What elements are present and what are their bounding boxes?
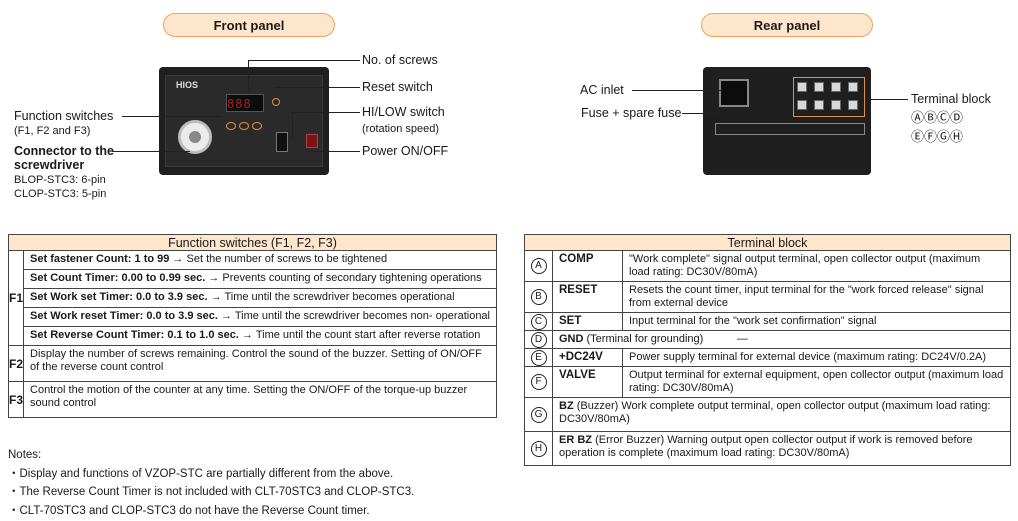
terminal-table-title: Terminal block	[524, 234, 1011, 251]
rear-panel-device-image	[703, 67, 871, 175]
f3-label: F3	[7, 381, 25, 418]
f1-row: Set fastener Count: 1 to 99 → Set the nu…	[23, 250, 497, 270]
f1-row: Set Count Timer: 0.00 to 0.99 sec. → Pre…	[23, 269, 497, 289]
label-ac-inlet: AC inlet	[580, 83, 624, 97]
terminal-desc: Resets the count timer, input terminal f…	[622, 281, 1011, 313]
terminal-name: COMP	[552, 250, 623, 282]
device-brand-logo: HIOS	[176, 80, 199, 90]
f1-row: Set Reverse Count Timer: 0.1 to 1.0 sec.…	[23, 326, 497, 346]
label-power: Power ON/OFF	[362, 144, 449, 158]
label-connector-2: screwdriver	[14, 158, 85, 172]
note-item: ・The Reverse Count Timer is not included…	[8, 486, 415, 498]
power-switch	[306, 134, 318, 148]
label-function-switches: Function switches	[14, 109, 114, 123]
terminal-letter-d: D	[524, 330, 553, 349]
hilow-switch	[276, 132, 288, 152]
rear-terminal-labels	[715, 123, 865, 135]
screw-count-display: 888	[226, 94, 264, 112]
label-no-screws: No. of screws	[362, 53, 438, 67]
terminal-letter-g: G	[524, 397, 553, 432]
terminal-block	[793, 77, 865, 117]
note-item: ・CLT-70STC3 and CLOP-STC3 do not have th…	[8, 504, 370, 517]
front-panel-device-image: HIOS 888	[159, 67, 329, 175]
front-panel-title: Front panel	[163, 13, 335, 37]
terminal-desc: "Work complete" signal output terminal, …	[622, 250, 1011, 282]
rear-panel-title: Rear panel	[701, 13, 873, 37]
label-hilow-switch: HI/LOW switch	[362, 105, 445, 119]
terminal-desc: Output terminal for external equipment, …	[622, 366, 1011, 398]
terminal-name: RESET	[552, 281, 623, 313]
terminal-name: VALVE	[552, 366, 623, 398]
screwdriver-connector	[178, 120, 212, 154]
f2-label: F2	[7, 345, 25, 382]
f1-label: F1	[7, 250, 25, 346]
f1-row: Set Work set Timer: 0.0 to 3.9 sec. → Ti…	[23, 288, 497, 308]
function-table-title: Function switches (F1, F2, F3)	[8, 234, 497, 251]
f1-row: Set Work reset Timer: 0.0 to 3.9 sec. → …	[23, 307, 497, 327]
terminal-letter-e: E	[524, 348, 553, 367]
terminal-bz-row: BZ (Buzzer) Work complete output termina…	[552, 397, 1011, 432]
function-switch-f2	[239, 122, 249, 130]
function-switch-f1	[226, 122, 236, 130]
label-function-sub: (F1, F2 and F3)	[14, 125, 91, 137]
terminal-block-table: Terminal block A COMP "Work complete" si…	[524, 234, 1011, 466]
ac-inlet	[719, 79, 749, 107]
terminal-erbz-row: ER BZ (Error Buzzer) Warning output open…	[552, 431, 1011, 466]
function-switch-f3	[252, 122, 262, 130]
label-terminal-letters-1: ⒶⒷⒸⒹ	[911, 110, 964, 125]
terminal-letter-f: F	[524, 366, 553, 398]
label-terminal-letters-2: ⒺⒻⒼⒽ	[911, 129, 964, 144]
label-connector-blop: BLOP-STC3: 6-pin	[14, 174, 106, 186]
label-connector: Connector to the	[14, 144, 114, 158]
note-item: ・Display and functions of VZOP-STC are p…	[8, 467, 394, 480]
reset-switch	[272, 98, 280, 106]
terminal-name: +DC24V	[552, 348, 623, 367]
label-terminal-block: Terminal block	[911, 92, 991, 106]
notes-title: Notes:	[8, 449, 42, 461]
terminal-letter-c: C	[524, 312, 553, 331]
terminal-desc: Power supply terminal for external devic…	[622, 348, 1011, 367]
label-hilow-sub: (rotation speed)	[362, 123, 440, 135]
label-fuse: Fuse + spare fuse	[581, 106, 682, 120]
label-connector-clop: CLOP-STC3: 5-pin	[14, 188, 107, 200]
terminal-name: SET	[552, 312, 623, 331]
terminal-letter-a: A	[524, 250, 553, 282]
f2-description: Display the number of screws remaining. …	[23, 345, 497, 382]
notes: Notes: ・Display and functions of VZOP-ST…	[8, 446, 414, 520]
terminal-gnd-row: GND (Terminal for grounding) —	[552, 330, 1011, 349]
label-reset-switch: Reset switch	[362, 80, 433, 94]
terminal-letter-b: B	[524, 281, 553, 313]
terminal-desc: Input terminal for the "work set confirm…	[622, 312, 1011, 331]
f3-description: Control the motion of the counter at any…	[23, 381, 497, 418]
function-switches-table: Function switches (F1, F2, F3) F1 Set fa…	[7, 234, 497, 418]
terminal-letter-h: H	[524, 431, 553, 466]
